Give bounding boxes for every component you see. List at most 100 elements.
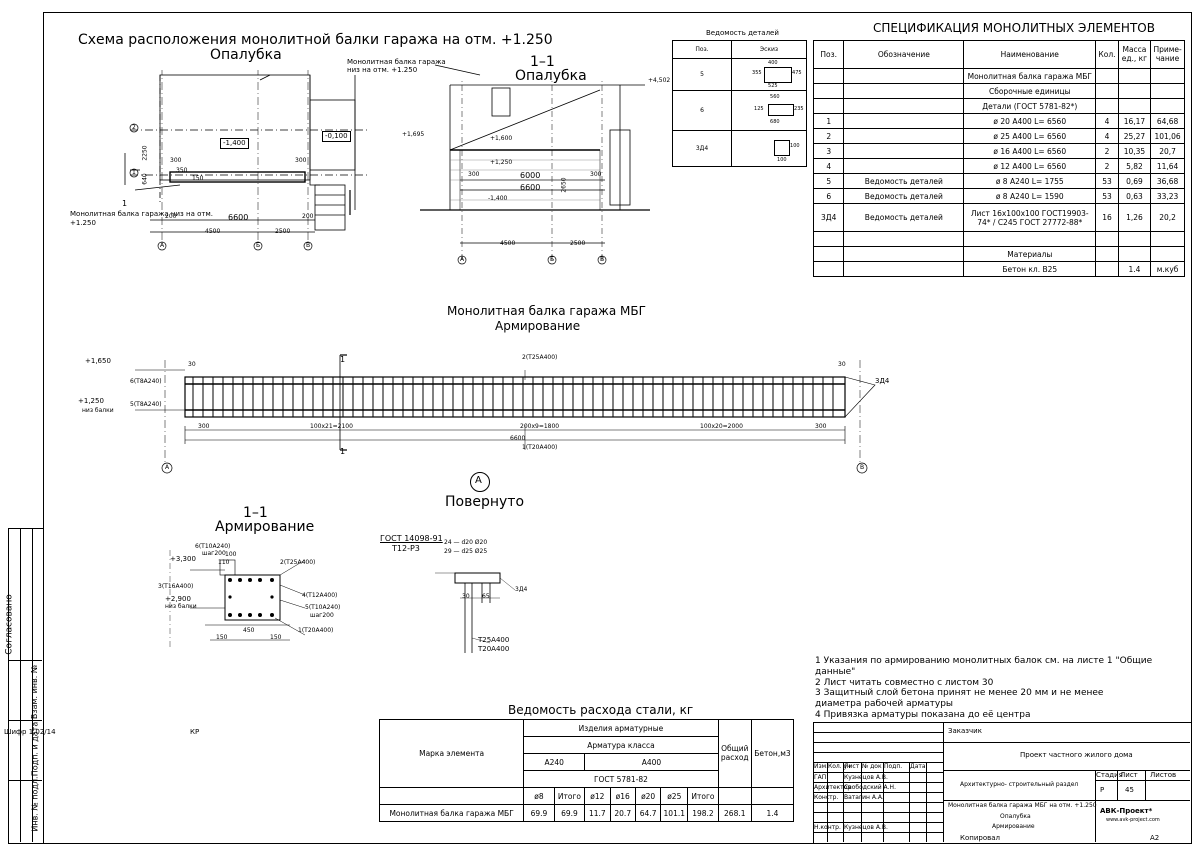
section-level-4502: +4,502 [648,77,671,84]
beam-dim-span2: 200х9=1800 [520,423,560,430]
spec-cell [843,231,965,247]
spec-row: Монолитная балка гаража МБГ [812,68,1185,84]
section-dim-6600: 6600 [520,183,541,192]
arm-label-1: 1(Т20А400) [298,627,334,634]
spec-cell: Ведомость деталей [843,203,965,232]
spec-cell [843,98,965,114]
section-axis-a: А [460,256,465,263]
note-line: 1 Указания по армированию монолитных бал… [815,656,1153,677]
steel-header-concrete: Бетон,м3 [750,719,795,788]
stamp-sheet: 45 [1125,786,1134,794]
note-line: диаметра рабочей арматуры [815,699,954,710]
beam-label-5: 5(Т8А240) [130,401,162,408]
spec-cell: 11,64 [1150,158,1185,174]
spec-cell: ø 16 А400 L= 6560 [963,143,1097,159]
side-inv: Взам. инв. № [30,664,40,720]
spec-cell [843,261,965,277]
spec-cell: 0,63 [1117,188,1152,204]
spec-cell [1095,261,1119,277]
steel-cell: 69.9 [553,804,586,822]
stamp-person: Кузнецов А.В. [844,774,888,781]
details-pos: 3Д4 [671,130,733,167]
spec-cell: 36,68 [1150,173,1185,189]
stamp-grid-line [813,752,943,753]
spec-header: Кол. [1095,40,1119,69]
details-header-pos: Поз. [671,40,733,59]
plan-dim-150: 150 [192,175,204,182]
spec-cell [1117,98,1152,114]
details-table: Поз.Эскиз 5 400 525 355 475 6 560 680 12… [671,40,807,167]
spec-cell [843,143,965,159]
gost-line2: Т12-Р3 [392,544,420,553]
stamp-customer: Заказчик [948,727,982,735]
plan-dim-350: 350 [176,167,188,174]
spec-header: Поз. [812,40,845,69]
spec-cell: ø 20 А400 L= 6560 [963,113,1097,129]
drawing-frame [43,12,1192,844]
stamp-grid-line [813,762,943,763]
stamp-header: Кол. уч [828,763,851,770]
spec-cell: 1 [812,113,845,129]
stamp-header: Подп. [884,763,903,770]
stamp-grid-line [883,762,884,842]
sketch-dim: 400 [768,59,778,66]
steel-cell: 1.4 [750,804,795,822]
spec-cell: Детали (ГОСТ 5781-82*) [963,98,1097,114]
section-level-1695: +1,695 [402,131,425,138]
section-dim-6000: 6000 [520,171,541,180]
stamp-grid-line [813,772,943,773]
spec-cell: 16 [1095,203,1119,232]
stamp-role: ГАП [814,774,827,781]
side-kr: КР [190,728,200,736]
spec-cell: ø 12 А400 L= 6560 [963,158,1097,174]
sketch-dim: 100 [777,156,787,163]
spec-cell [812,261,845,277]
gost-bar-25: Т25А400 [478,636,510,644]
plan-dim-2500: 2500 [275,228,291,235]
side-inv2: Инв. № подл. [30,776,40,832]
spec-cell: Материалы [963,246,1097,262]
plan-mark-2: -0,100 [322,131,351,142]
side-agreed: Согласовано [4,594,15,655]
spec-cell: 6 [812,188,845,204]
spec-cell: 3Д4 [812,203,845,232]
spec-cell [1095,231,1119,247]
beam-cut-bottom: 1 [340,447,346,456]
spec-header: Приме- чание [1150,40,1185,69]
plan-dim-300a: 300 [170,157,182,164]
stamp-stage: Р [1100,786,1105,794]
stamp-grid-line [813,792,943,793]
steel-header-a400: А400 [584,753,719,771]
spec-cell: Ведомость деталей [843,173,965,189]
stamp-grid-line [813,832,943,833]
steel-cell: 198.2 [687,804,719,822]
spec-cell [1117,68,1152,84]
steel-cell: 20.7 [609,804,636,822]
spec-cell: 25,27 [1117,128,1152,144]
spec-cell: Бетон кл. В25 [963,261,1097,277]
stamp-copy: Копировал [960,834,1000,842]
plan-dim-2250: 2250 [141,145,149,161]
rotated-label: Повернуто [445,494,525,510]
spec-cell: 33,23 [1150,188,1185,204]
spec-cell: Ведомость деталей [843,188,965,204]
spec-cell: ø 25 А400 L= 6560 [963,128,1097,144]
rotation-axis-letter: A [475,475,482,486]
spec-row: Сборочные единицы [812,83,1185,99]
stamp-company: АВК-Проект* [1100,807,1153,815]
spec-cell: ø 8 А240 L= 1755 [963,173,1097,189]
section-axis-b: Б [550,256,555,263]
arm-level-2900: +2,900 [165,595,191,603]
spec-cell: 0,69 [1117,173,1152,189]
stamp-sheet-header: Лист [1120,771,1138,779]
stamp-section: Архитектурно- строительный раздел [960,781,1079,788]
steel-header-gost: ГОСТ 5781-82 [523,770,719,788]
steel-table-title: Ведомость расхода стали, кг [508,703,694,717]
beam-label-3d4: 3Д4 [875,377,890,385]
stamp-grid-line [813,732,943,733]
arm-dim-150a: 150 [216,634,228,641]
spec-cell: 3 [812,143,845,159]
spec-cell: 5,82 [1117,158,1152,174]
stamp-role: Констр. [814,794,839,801]
